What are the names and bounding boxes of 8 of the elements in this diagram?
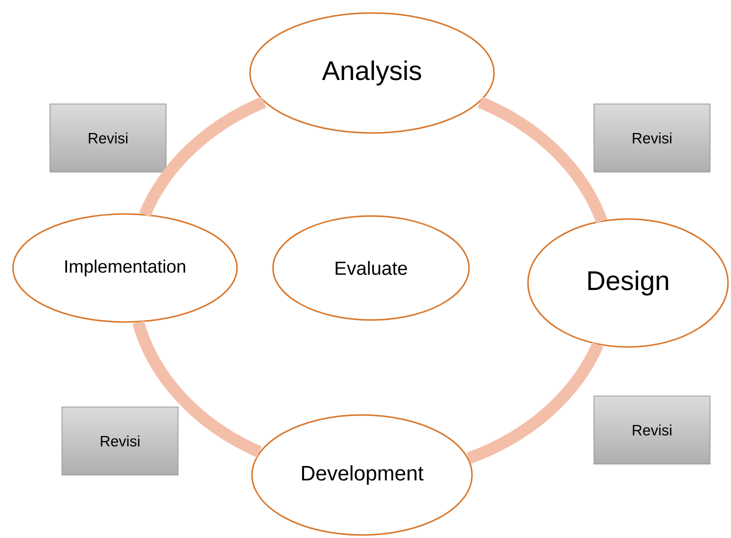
revision-box: Revisi (594, 396, 710, 464)
ring-arc (132, 320, 262, 458)
ring-arc (139, 96, 266, 218)
ring-arc (478, 96, 608, 224)
ring-arc (466, 342, 604, 464)
revision-box: Revisi (62, 406, 178, 476)
revision-box: Revisi (50, 104, 166, 172)
revision-box: Revisi (594, 104, 710, 172)
